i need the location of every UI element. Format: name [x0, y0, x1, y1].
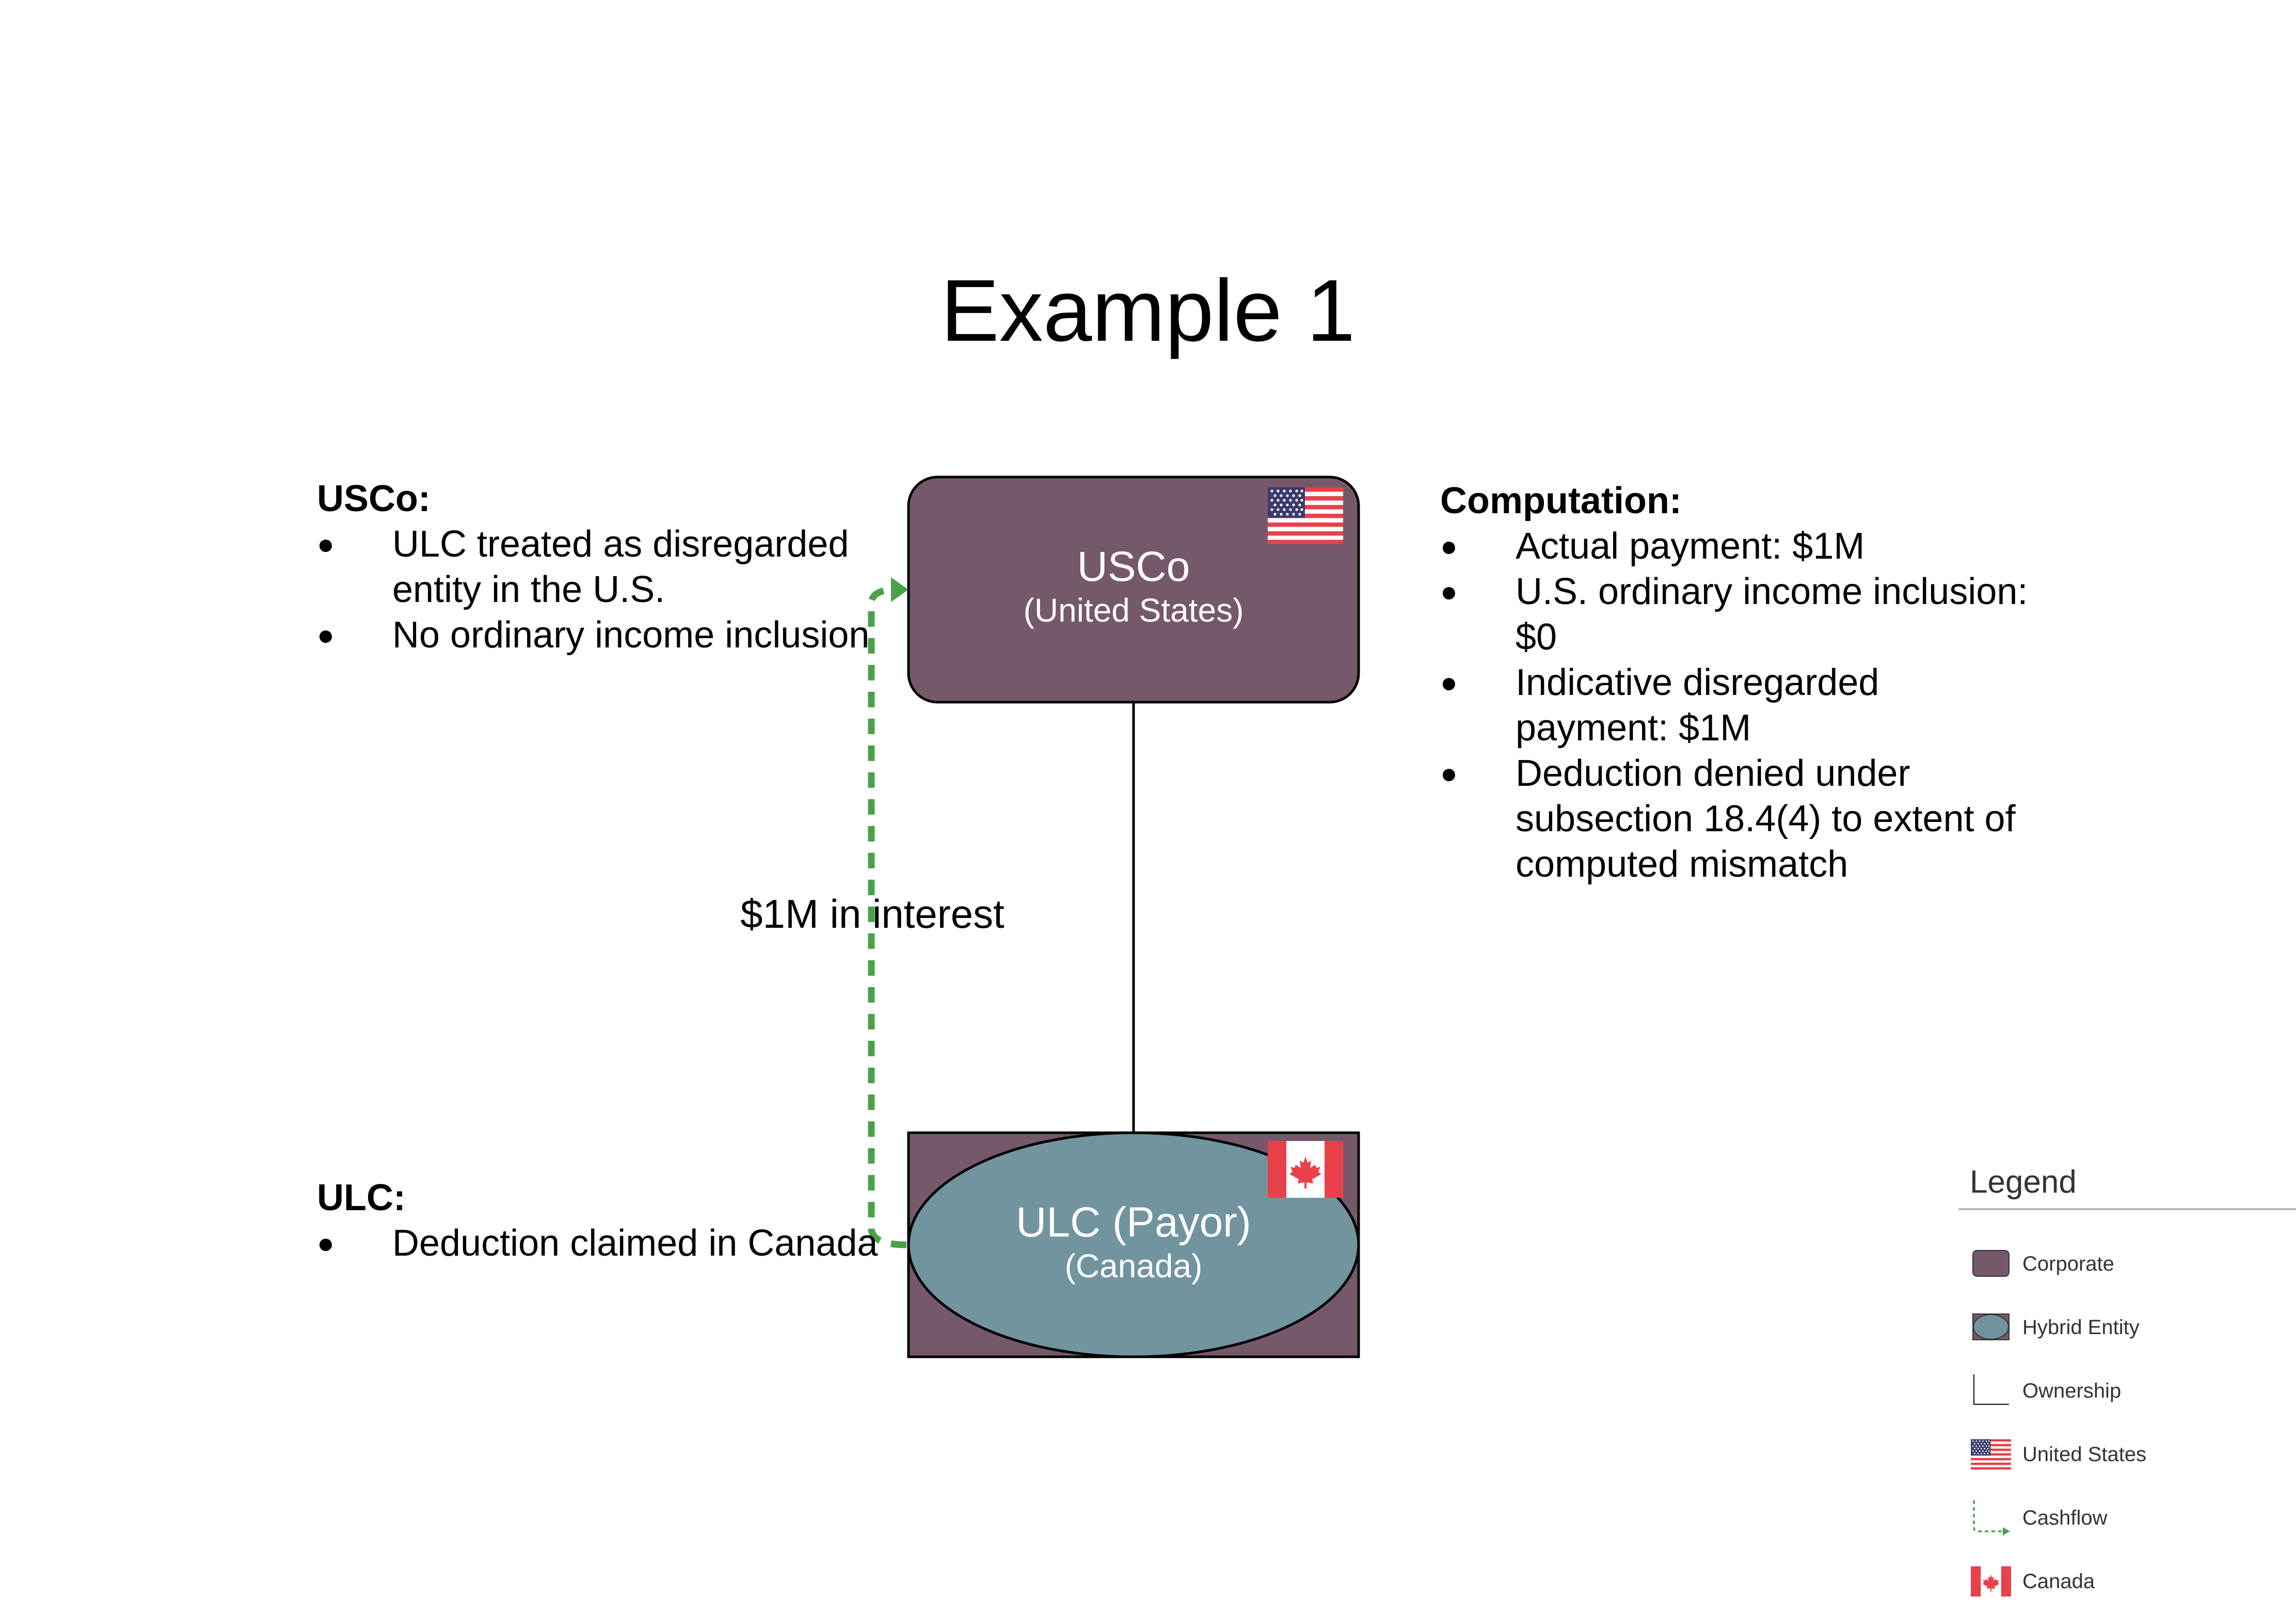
usco-note-item: ● No ordinary income inclusion: [317, 612, 911, 658]
corporate-swatch-icon: [1972, 1250, 2010, 1277]
legend-item-united-states: United States: [1958, 1434, 2296, 1480]
us-flag-icon: [1971, 1439, 2011, 1470]
legend-item-hybrid-entity: Hybrid Entity: [1958, 1307, 2296, 1353]
usco-country: (United States): [1023, 592, 1244, 629]
canada-flag-icon: [1971, 1566, 2011, 1597]
computation-note-item: ● Indicative disregarded payment: $1M: [1440, 660, 2034, 751]
ulc-note-heading: ULC:: [317, 1177, 406, 1218]
legend-divider: [1958, 1208, 2296, 1210]
usco-note: USCo: ● ULC treated as disregarded entit…: [317, 476, 911, 658]
legend: Legend Corporate Hybrid Entity Ownership: [1958, 1156, 2296, 1597]
ulc-entity-label: ULC (Payor) (Canada): [908, 1198, 1359, 1285]
legend-item-corporate: Corporate: [1958, 1243, 2296, 1290]
bullet-icon: ●: [1440, 666, 1458, 699]
ulc-note-item: ● Deduction claimed in Canada: [317, 1221, 911, 1266]
cashflow-arrowhead: [891, 577, 908, 602]
bullet-icon: ●: [1440, 757, 1458, 789]
ulc-canada-flag-icon: [1268, 1141, 1343, 1198]
legend-item-ownership: Ownership: [1958, 1370, 2296, 1417]
page-title: Example 1: [940, 262, 1356, 360]
computation-note-item: ● Deduction denied under subsection 18.4…: [1440, 751, 2034, 887]
bullet-icon: ●: [1440, 530, 1458, 562]
usco-note-item: ● ULC treated as disregarded entity in t…: [317, 521, 911, 612]
computation-note-list: ● Actual payment: $1M ● U.S. ordinary in…: [1440, 524, 2034, 887]
usco-name: USCo: [1077, 543, 1190, 590]
bullet-icon: ●: [1440, 575, 1458, 608]
computation-note-item: ● U.S. ordinary income inclusion: $0: [1440, 569, 2034, 660]
cashflow-arrow: [868, 586, 907, 1248]
bullet-icon: ●: [317, 1227, 334, 1259]
hybrid-entity-swatch-icon: [1972, 1313, 2010, 1340]
legend-item-cashflow: Cashflow: [1958, 1497, 2296, 1544]
cashflow-label: $1M in interest: [740, 891, 1004, 937]
ulc-note-list: ● Deduction claimed in Canada: [317, 1221, 911, 1266]
usco-entity-label: USCo (United States): [908, 542, 1359, 629]
bullet-icon: ●: [317, 528, 334, 560]
usco-note-list: ● ULC treated as disregarded entity in t…: [317, 521, 911, 658]
ownership-line-icon: [1973, 1374, 2009, 1405]
computation-note-heading: Computation:: [1440, 480, 1682, 521]
legend-item-canada: Canada: [1958, 1561, 2296, 1607]
legend-title: Legend: [1970, 1164, 2077, 1200]
computation-note: Computation: ● Actual payment: $1M ● U.S…: [1440, 478, 2034, 887]
computation-note-item: ● Actual payment: $1M: [1440, 524, 2034, 569]
ulc-country: (Canada): [1064, 1247, 1203, 1285]
cashflow-arrow-icon: [1973, 1500, 2010, 1535]
bullet-icon: ●: [317, 619, 334, 651]
usco-note-heading: USCo:: [317, 478, 430, 519]
ulc-hybrid-ellipse: [907, 1131, 1360, 1358]
ulc-name: ULC (Payor): [1016, 1199, 1251, 1246]
usco-us-flag-icon: [1268, 487, 1343, 544]
ulc-note: ULC: ● Deduction claimed in Canada: [317, 1175, 911, 1266]
